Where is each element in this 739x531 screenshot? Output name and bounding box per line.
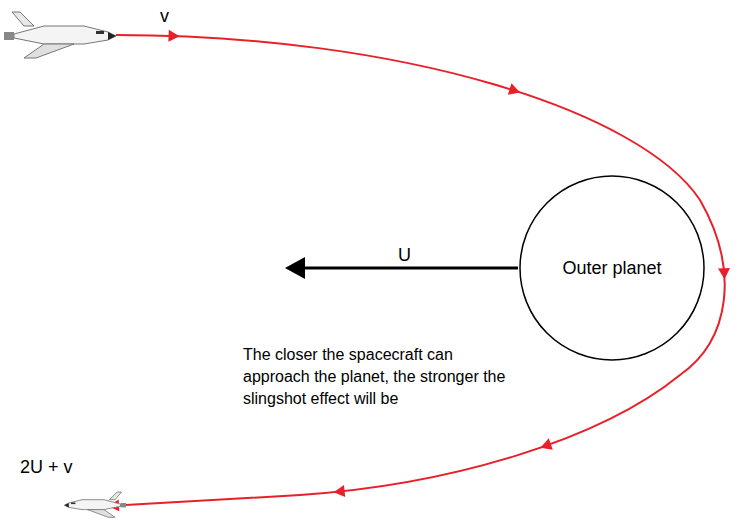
spacecraft-icon xyxy=(4,12,116,58)
arrowhead xyxy=(718,268,731,280)
planet-label: Outer planet xyxy=(562,258,661,279)
arrowhead xyxy=(538,438,552,453)
spacecraft-icon xyxy=(64,492,126,517)
arrowhead xyxy=(168,30,179,42)
note-text: The closer the spacecraft can approach t… xyxy=(243,344,515,410)
planet-circle: Outer planet xyxy=(519,175,705,361)
trajectory-curve xyxy=(108,35,725,506)
velocity-label: U xyxy=(398,245,411,266)
arrowhead xyxy=(508,83,522,98)
velocity-label: v xyxy=(160,6,169,27)
velocity-arrow xyxy=(300,267,518,270)
velocity-label: 2U + v xyxy=(20,457,73,478)
trajectory-arrowheads xyxy=(108,30,731,512)
velocity-arrowhead xyxy=(285,257,305,279)
arrowhead xyxy=(333,485,345,498)
